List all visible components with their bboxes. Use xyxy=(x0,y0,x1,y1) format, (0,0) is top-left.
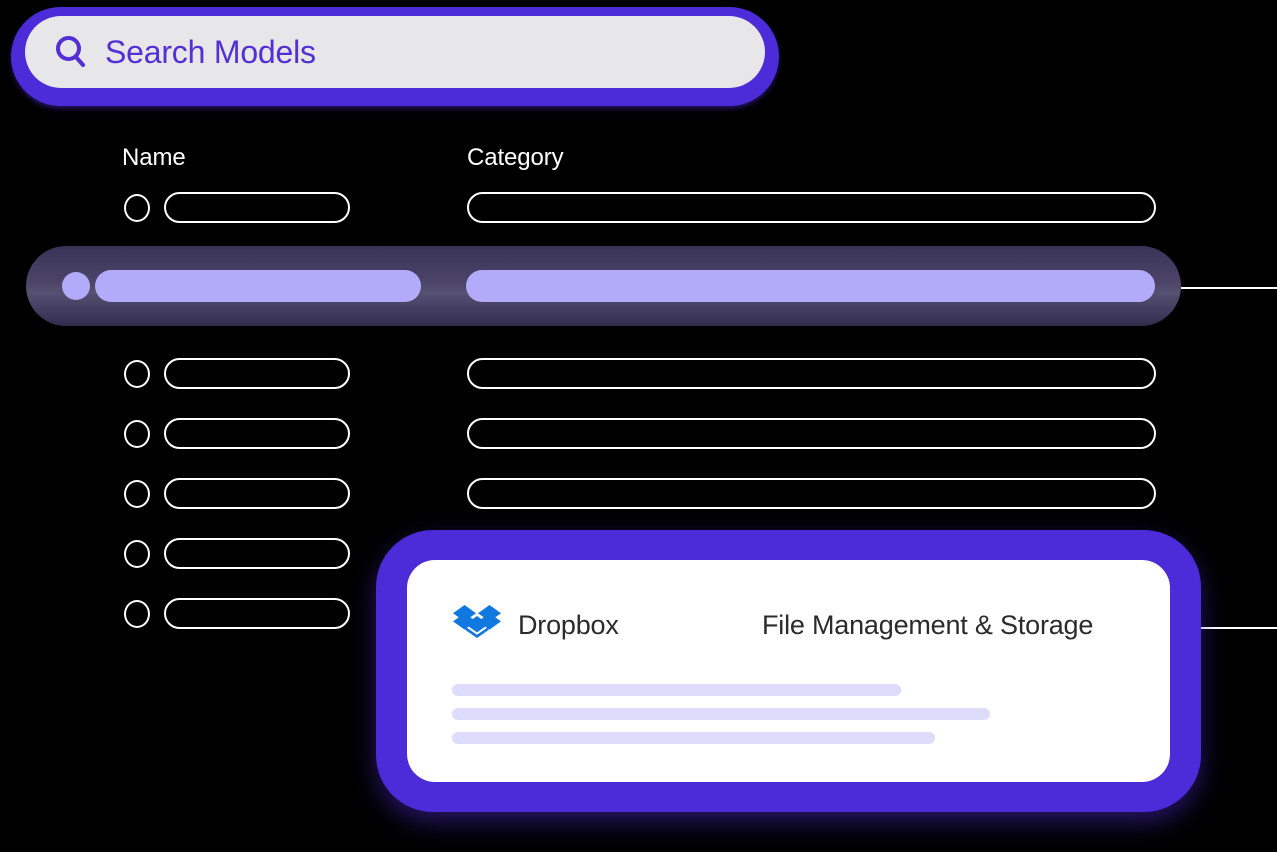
column-header-name: Name xyxy=(122,144,186,171)
row-name-placeholder xyxy=(164,358,350,389)
row-name-placeholder xyxy=(164,478,350,509)
placeholder-bar xyxy=(452,732,935,744)
placeholder-bar xyxy=(452,708,991,720)
row-radio[interactable] xyxy=(124,194,150,222)
connector-detail-card xyxy=(1174,627,1277,629)
table-row[interactable] xyxy=(0,188,1277,228)
detail-card-placeholder-bars xyxy=(452,684,1142,756)
search-input[interactable]: Search Models xyxy=(25,16,765,88)
detail-card-subtitle: File Management & Storage xyxy=(762,610,1094,640)
search-input-value: Search Models xyxy=(105,34,316,70)
table-row[interactable] xyxy=(0,414,1277,454)
column-header-category: Category xyxy=(467,144,564,171)
table-row-selected[interactable] xyxy=(26,246,1181,326)
connector-selected-row xyxy=(1181,287,1277,289)
placeholder-bar xyxy=(452,684,901,696)
detail-card-title: Dropbox xyxy=(518,610,619,640)
row-category-placeholder xyxy=(467,478,1156,509)
row-radio[interactable] xyxy=(124,540,150,568)
row-radio[interactable] xyxy=(124,480,150,508)
table-row[interactable] xyxy=(0,474,1277,514)
row-name-placeholder xyxy=(164,598,350,629)
row-name-placeholder xyxy=(164,538,350,569)
search-bar[interactable]: Search Models xyxy=(12,8,778,105)
row-name-placeholder xyxy=(164,418,350,449)
row-radio-selected[interactable] xyxy=(62,272,90,300)
row-name-placeholder-selected xyxy=(95,270,421,302)
row-radio[interactable] xyxy=(124,420,150,448)
row-category-placeholder xyxy=(467,192,1156,223)
row-radio[interactable] xyxy=(124,360,150,388)
detail-card-header: Dropbox File Management & Storage xyxy=(407,600,1170,656)
dropbox-logo-icon xyxy=(452,604,502,652)
table-row[interactable] xyxy=(0,354,1277,394)
row-name-placeholder xyxy=(164,192,350,223)
search-icon xyxy=(53,34,89,70)
row-category-placeholder-selected xyxy=(466,270,1155,302)
row-radio[interactable] xyxy=(124,600,150,628)
row-category-placeholder xyxy=(467,358,1156,389)
detail-card[interactable]: Dropbox File Management & Storage xyxy=(407,560,1170,782)
table-column-headers: Name Category xyxy=(0,130,1277,170)
row-category-placeholder xyxy=(467,418,1156,449)
